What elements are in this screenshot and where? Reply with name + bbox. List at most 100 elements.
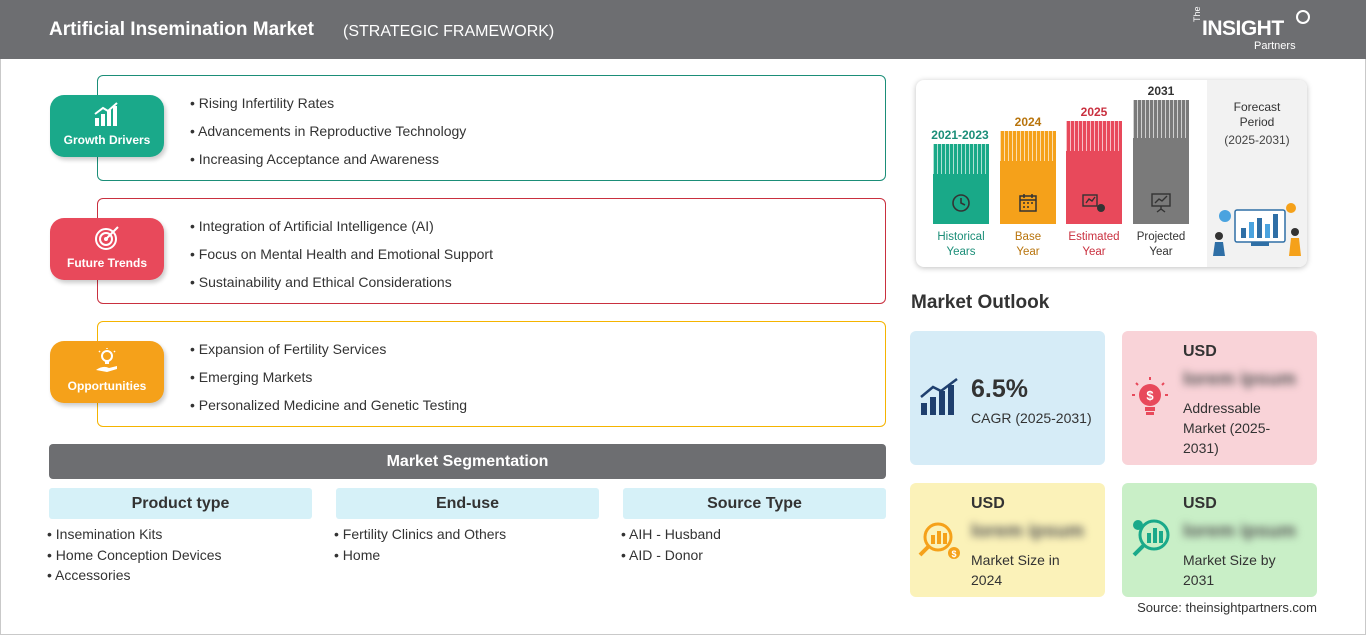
timeline-bar-base — [1000, 131, 1056, 224]
blurred-value: lorem ipsum — [971, 521, 1084, 542]
badge-label: Opportunities — [67, 379, 147, 393]
badge-label: Future Trends — [66, 256, 147, 270]
caption-line1: Projected — [1136, 231, 1186, 243]
caption-line1: Estimated — [1068, 231, 1120, 243]
timeline-caption-projected: Projected Year — [1129, 230, 1193, 260]
list-item: Advancements in Reproductive Technology — [190, 123, 466, 151]
timeline-year-base: 2024 — [1014, 115, 1042, 129]
timeline-bar-historical — [933, 144, 989, 224]
caption-line2: Years — [946, 246, 976, 258]
caption-line2: Year — [1082, 246, 1106, 258]
forecast-label: Forecast Period (2025-2031) — [1207, 100, 1307, 148]
source-type-list: AIH - Husband AID - Donor — [621, 526, 721, 567]
list-item: Focus on Mental Health and Emotional Sup… — [190, 246, 493, 274]
list-item: AID - Donor — [621, 547, 721, 568]
caption-line2: Year — [1149, 246, 1173, 258]
list-item: Sustainability and Ethical Consideration… — [190, 274, 493, 302]
page-subtitle: (STRATEGIC FRAMEWORK) — [343, 23, 555, 40]
caption-line1: Historical — [937, 231, 985, 243]
list-item: Expansion of Fertility Services — [190, 341, 467, 369]
list-item: Personalized Medicine and Genetic Testin… — [190, 397, 467, 425]
timeline-caption-historical: Historical Years — [924, 230, 998, 260]
source-attribution[interactable]: Source: theinsightpartners.com — [1137, 600, 1317, 615]
caption-line1: Base — [1014, 231, 1042, 243]
usd-label: USD — [971, 495, 1005, 512]
forecast-period-label: Forecast Period — [1233, 100, 1281, 129]
presentation-icon — [1151, 193, 1171, 213]
page-title: Artificial Insemination Market — [49, 19, 315, 40]
segment-header-source-type: Source Type — [623, 488, 886, 519]
timeline-year-historical: 2021-2023 — [931, 128, 989, 142]
timeline-year-estimated: 2025 — [1080, 105, 1108, 119]
market-outlook-title: Market Outlook — [911, 292, 1050, 313]
opportunities-box: Expansion of Fertility Services Emerging… — [97, 321, 886, 427]
bar-stripes — [1066, 121, 1122, 151]
logo-partners: Partners — [1254, 40, 1296, 52]
timeline-year-projected: 2031 — [1147, 84, 1175, 98]
forecast-range: (2025-2031) — [1224, 133, 1290, 147]
opportunities-badge: Opportunities — [50, 341, 164, 403]
bar-stripes — [933, 144, 989, 174]
market-size-2031-card: USD lorem ipsum Market Size by 2031 — [1122, 483, 1317, 597]
list-item: Increasing Acceptance and Awareness — [190, 151, 466, 179]
list-item: Accessories — [47, 567, 222, 588]
usd-label: USD — [1183, 495, 1217, 512]
blurred-value: lorem ipsum — [1183, 521, 1296, 542]
money-search-icon — [1132, 519, 1170, 557]
list-item: Insemination Kits — [47, 526, 222, 547]
header-bar: Artificial Insemination Market (STRATEGI… — [0, 0, 1366, 59]
market-size-2024-card: $ USD lorem ipsum Market Size in 2024 — [910, 483, 1105, 597]
money-bulb-icon: $ — [1132, 377, 1168, 415]
market-size-2031-label: Market Size by 2031 — [1183, 552, 1276, 588]
bar-stripes — [1133, 100, 1189, 138]
list-item: Home Conception Devices — [47, 547, 222, 568]
addressable-market-card: $ USD lorem ipsum Addressable Market (20… — [1122, 331, 1317, 465]
timeline-caption-estimated: Estimated Year — [1060, 230, 1128, 260]
addressable-market-label: Addressable Market (2025-2031) — [1183, 400, 1271, 456]
svg-text:$: $ — [951, 549, 956, 559]
growth-chart-icon — [920, 378, 958, 415]
logo-the: The — [1192, 6, 1202, 22]
list-item: AIH - Husband — [621, 526, 721, 547]
timeline-card: Forecast Period (2025-2031) 2021-2023 Hi… — [916, 80, 1307, 267]
calendar-icon — [1019, 194, 1037, 212]
growth-drivers-box: Rising Infertility Rates Advancements in… — [97, 75, 886, 181]
cagr-label: CAGR (2025-2031) — [971, 410, 1092, 426]
cagr-value: 6.5% — [971, 375, 1028, 403]
opportunities-list: Expansion of Fertility Services Emerging… — [190, 341, 467, 425]
segment-header-product-type: Product type — [49, 488, 312, 519]
timeline-caption-base: Base Year — [998, 230, 1058, 260]
future-trends-badge: Future Trends — [50, 218, 164, 280]
history-icon — [952, 194, 970, 212]
svg-text:$: $ — [1146, 388, 1154, 403]
timeline-bar-estimated — [1066, 121, 1122, 224]
list-item: Fertility Clinics and Others — [334, 526, 506, 547]
growth-chart-icon — [94, 102, 118, 126]
bar-stripes — [1000, 131, 1056, 161]
future-trends-box: Integration of Artificial Intelligence (… — [97, 198, 886, 304]
usd-label: USD — [1183, 343, 1217, 360]
blurred-value: lorem ipsum — [1183, 369, 1296, 390]
market-segmentation-title: Market Segmentation — [49, 444, 886, 479]
product-type-list: Insemination Kits Home Conception Device… — [47, 526, 222, 588]
estimate-icon — [1082, 194, 1105, 212]
cagr-card: 6.5% CAGR (2025-2031) — [910, 331, 1105, 465]
analysts-illustration — [1213, 203, 1301, 256]
caption-line2: Year — [1016, 246, 1040, 258]
target-icon — [95, 226, 119, 250]
timeline-bar-projected — [1133, 100, 1189, 224]
logo-insight: INSIGHT — [1202, 17, 1284, 40]
money-search-icon: $ — [918, 522, 960, 559]
list-item: Home — [334, 547, 506, 568]
list-item: Rising Infertility Rates — [190, 95, 466, 123]
insight-partners-logo[interactable]: The INSIGHT Partners — [1192, 6, 1312, 54]
list-item: Emerging Markets — [190, 369, 467, 397]
market-size-2024-label: Market Size in 2024 — [971, 552, 1060, 588]
logo-ring-icon — [1296, 10, 1310, 24]
list-item: Integration of Artificial Intelligence (… — [190, 218, 493, 246]
growth-drivers-list: Rising Infertility Rates Advancements in… — [190, 95, 466, 179]
segment-header-end-use: End-use — [336, 488, 599, 519]
future-trends-list: Integration of Artificial Intelligence (… — [190, 218, 493, 302]
growth-drivers-badge: Growth Drivers — [50, 95, 164, 157]
end-use-list: Fertility Clinics and Others Home — [334, 526, 506, 567]
